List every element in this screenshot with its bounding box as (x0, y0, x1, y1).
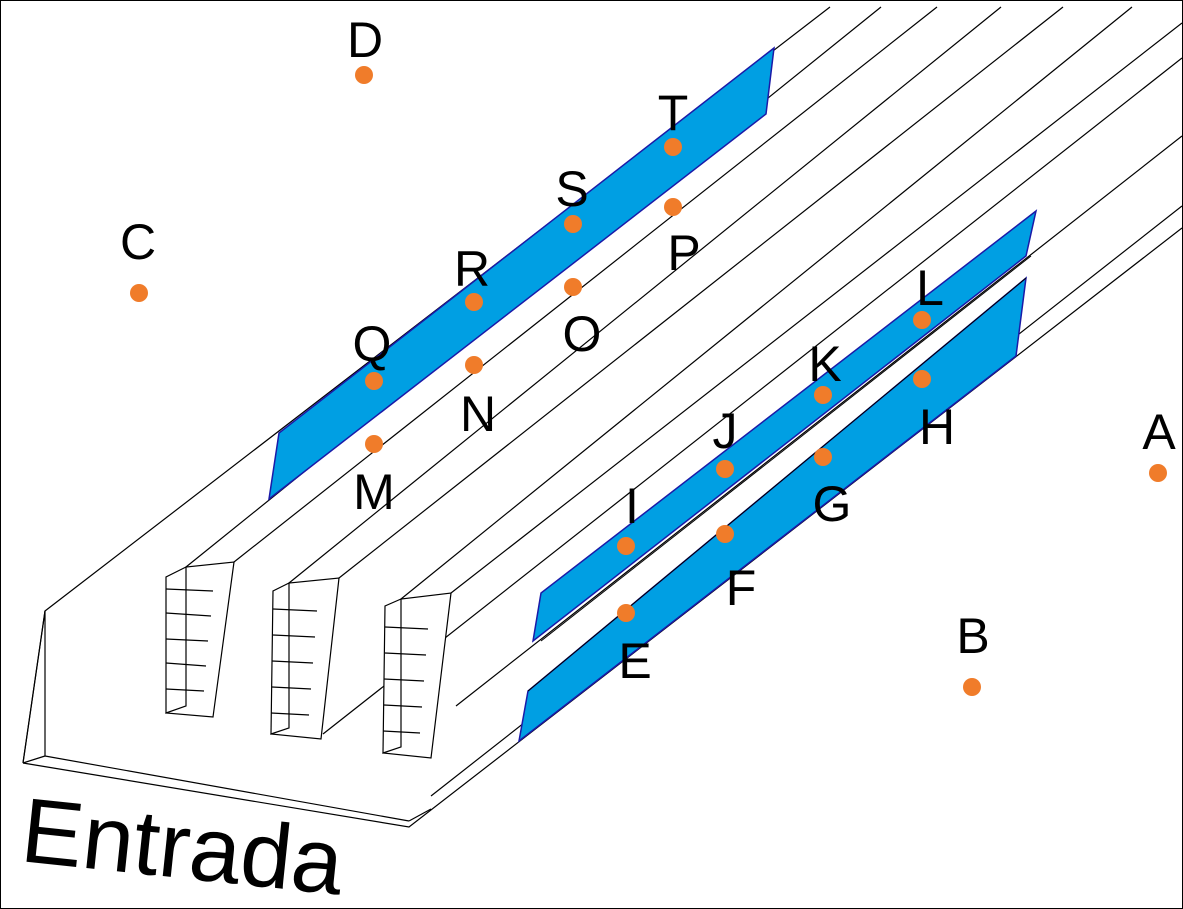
entrada-caption: Entrada (17, 779, 349, 908)
point-c-marker (130, 284, 148, 302)
point-s-label: S (555, 161, 588, 217)
point-d-marker (355, 66, 373, 84)
point-l-marker (913, 311, 931, 329)
point-b-marker (963, 678, 981, 696)
point-g-label: G (813, 476, 852, 532)
point-h-label: H (919, 399, 955, 455)
points-layer: A B C D E FG H I J K L M N O P Q R S T (120, 12, 1176, 696)
point-m-marker (365, 435, 383, 453)
point-o-label: O (563, 306, 602, 362)
point-s-marker (564, 215, 582, 233)
band-separator-line (540, 255, 1032, 642)
point-m-label: M (353, 464, 395, 520)
point-n-label: N (460, 386, 496, 442)
point-a-marker (1149, 464, 1167, 482)
point-k-label: K (808, 336, 841, 392)
point-r-label: R (454, 241, 490, 297)
point-d-label: D (347, 12, 383, 68)
point-f-label: F (726, 560, 757, 616)
band-separator-line (527, 277, 1027, 692)
point-p-marker (664, 198, 682, 216)
point-j-label: J (713, 403, 738, 459)
point-a-label: A (1142, 404, 1176, 460)
point-t-marker (664, 138, 682, 156)
point-h-marker (913, 370, 931, 388)
point-l-label: L (916, 260, 944, 316)
band-upper-left (267, 46, 775, 501)
point-t-label: T (658, 85, 689, 141)
point-q-label: Q (353, 316, 392, 372)
shelf-3 (382, 592, 452, 759)
point-j-marker (716, 460, 734, 478)
point-q-marker (365, 372, 383, 390)
point-k-marker (814, 386, 832, 404)
point-i-label: I (625, 478, 639, 534)
point-n-marker (465, 356, 483, 374)
blue-bands (267, 46, 1038, 743)
point-b-label: B (956, 608, 989, 664)
point-o-marker (564, 278, 582, 296)
point-c-label: C (120, 214, 156, 270)
point-e-label: E (618, 633, 651, 689)
point-r-marker (465, 293, 483, 311)
point-i-marker (617, 537, 635, 555)
shelf-2 (270, 577, 340, 740)
point-g-marker (814, 448, 832, 466)
point-p-label: P (667, 225, 700, 281)
corridor-lines (185, 6, 1182, 797)
point-f-marker (716, 525, 734, 543)
band-lower-right-upper (531, 209, 1038, 643)
shelf-1 (165, 561, 235, 718)
point-e-marker (617, 604, 635, 622)
